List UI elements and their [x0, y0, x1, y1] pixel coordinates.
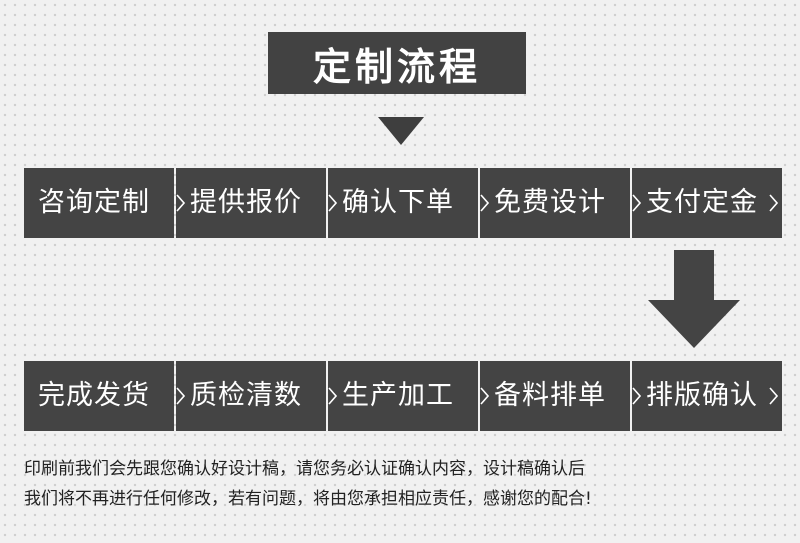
chevron-right-icon — [480, 387, 489, 405]
step-label: 咨询定制 — [38, 187, 150, 218]
chevron-right-icon — [328, 387, 337, 405]
step-quote: 提供报价 — [176, 168, 326, 238]
step-layout-confirm: 排版确认 — [632, 361, 782, 431]
step-pay-deposit: 支付定金 — [632, 168, 782, 238]
chevron-right-icon — [176, 194, 185, 212]
chevron-right-icon — [769, 387, 778, 405]
notice-text: 印刷前我们会先跟您确认好设计稿，请您务必认证确认内容，设计稿确认后 我们将不再进… — [24, 454, 784, 514]
chevron-right-icon — [176, 387, 185, 405]
step-label: 生产加工 — [342, 380, 454, 411]
down-arrow-icon — [648, 250, 740, 348]
down-triangle-icon — [378, 117, 424, 145]
step-label: 免费设计 — [494, 187, 606, 218]
page-title: 定制流程 — [268, 32, 526, 94]
step-label: 支付定金 — [646, 187, 758, 218]
step-confirm-order: 确认下单 — [328, 168, 478, 238]
step-production: 生产加工 — [328, 361, 478, 431]
step-label: 提供报价 — [190, 187, 302, 218]
process-row-top: 咨询定制 提供报价 确认下单 免费设计 支付定金 — [24, 168, 784, 238]
step-material-schedule: 备料排单 — [480, 361, 630, 431]
notice-line-2: 我们将不再进行任何修改，若有问题，将由您承担相应责任，感谢您的配合! — [24, 489, 592, 509]
chevron-right-icon — [328, 194, 337, 212]
chevron-right-icon — [769, 194, 778, 212]
step-label: 排版确认 — [646, 380, 758, 411]
chevron-right-icon — [632, 194, 641, 212]
step-shipping: 完成发货 — [24, 361, 174, 431]
step-label: 备料排单 — [494, 380, 606, 411]
step-label: 完成发货 — [38, 380, 150, 411]
chevron-right-icon — [632, 387, 641, 405]
step-consult: 咨询定制 — [24, 168, 174, 238]
step-label: 质检清数 — [190, 380, 302, 411]
notice-line-1: 印刷前我们会先跟您确认好设计稿，请您务必认证确认内容，设计稿确认后 — [24, 459, 585, 479]
process-row-bottom: 完成发货 质检清数 生产加工 备料排单 排版确认 — [24, 361, 784, 431]
step-label: 确认下单 — [342, 187, 454, 218]
step-quality-check: 质检清数 — [176, 361, 326, 431]
chevron-right-icon — [480, 194, 489, 212]
step-free-design: 免费设计 — [480, 168, 630, 238]
